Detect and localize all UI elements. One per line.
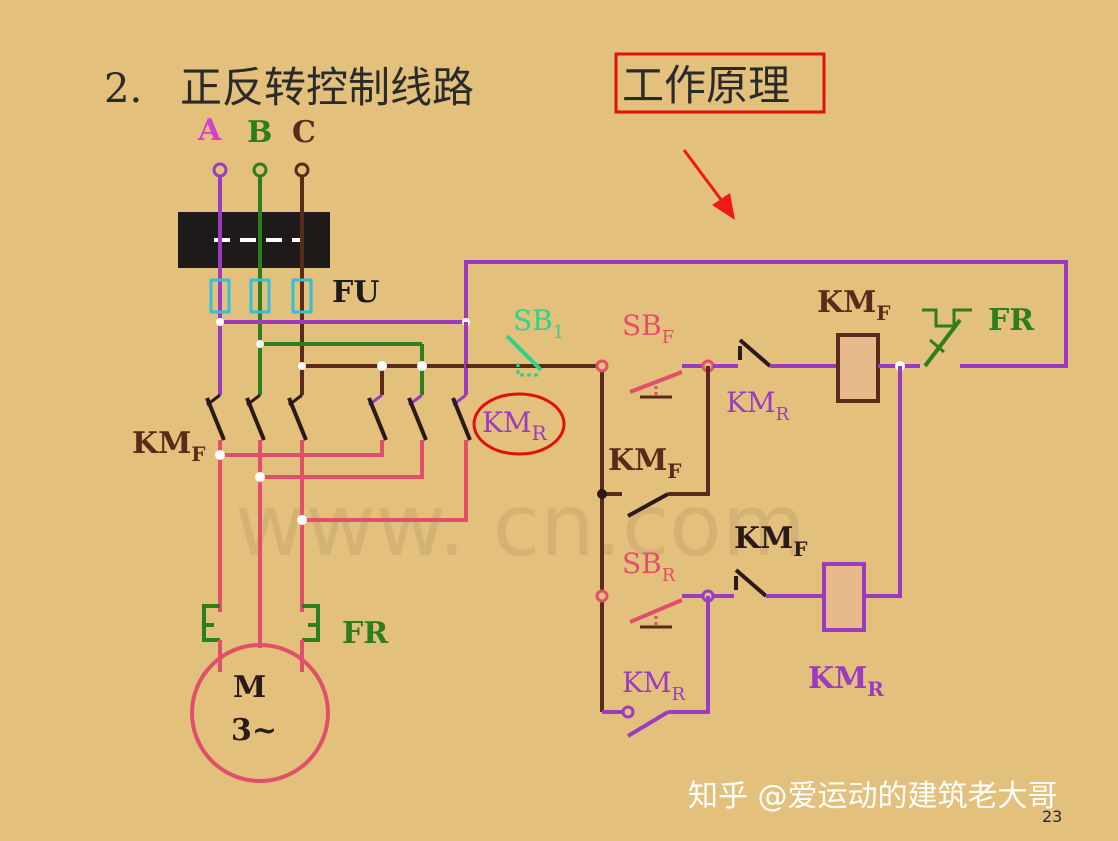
title-highlight-box <box>614 52 826 114</box>
load-lines <box>218 440 468 612</box>
sbr-label: SBR <box>622 547 676 586</box>
fuses <box>209 278 313 314</box>
watermark-faded: www. cn.com <box>235 476 806 576</box>
terminal-b <box>252 162 268 178</box>
kmr-holding-label: KMR <box>622 666 686 705</box>
page-title: 正反转控制线路 <box>180 63 474 112</box>
kmr-coil-return <box>864 366 902 598</box>
phase-a-label: A <box>197 113 222 148</box>
terminal-a <box>212 162 228 178</box>
motor-phase-label: 3~ <box>231 713 277 748</box>
control-return-loop <box>464 260 1068 368</box>
terminal-c <box>294 162 310 178</box>
sb1-stop-button <box>466 334 602 377</box>
title-boxed: 工作原理 <box>622 61 790 110</box>
thermal-relay-heaters <box>202 604 320 642</box>
kmr-interlock-contact <box>713 338 838 368</box>
sbf-start-button <box>629 364 708 399</box>
watermark-credit: 知乎 @爱运动的建筑老大哥 <box>688 779 1058 814</box>
kmf-interlock-label: KMF <box>734 521 808 561</box>
sb1-label: SB1 <box>513 304 564 343</box>
phase-b-label: B <box>247 115 272 150</box>
kmr-coil <box>822 562 866 632</box>
kmr-coil-label: KMR <box>808 661 884 701</box>
fr-control-label: FR <box>988 303 1035 338</box>
sbf-label: SBF <box>622 309 674 348</box>
fuse-label: FU <box>332 275 379 310</box>
sbr-start-button <box>629 594 708 629</box>
kmf-main-label: KMF <box>132 426 206 466</box>
pointer-arrow <box>682 149 735 220</box>
phase-c-label: C <box>292 115 316 150</box>
fr-control-contact <box>922 308 972 368</box>
motor-leads <box>218 612 304 672</box>
kmr-main-label: KMR <box>482 406 548 445</box>
kmr-interlock-label: KMR <box>726 386 790 425</box>
kmr-main-contacts <box>367 393 472 441</box>
motor-label: M <box>233 670 266 705</box>
motor <box>190 643 330 783</box>
kmr-main-highlight <box>472 392 566 456</box>
kmf-main-contacts <box>205 393 308 441</box>
kmf-coil-label: KMF <box>817 285 891 325</box>
title-number: 2. <box>104 66 142 112</box>
page-number: 23 <box>1042 807 1062 826</box>
kmf-coil <box>836 333 880 403</box>
kmf-interlock-contact <box>713 568 824 598</box>
fr-main-label: FR <box>342 616 389 651</box>
kmr-holding-contact <box>602 596 710 738</box>
kmf-holding-label: KMF <box>608 443 682 483</box>
